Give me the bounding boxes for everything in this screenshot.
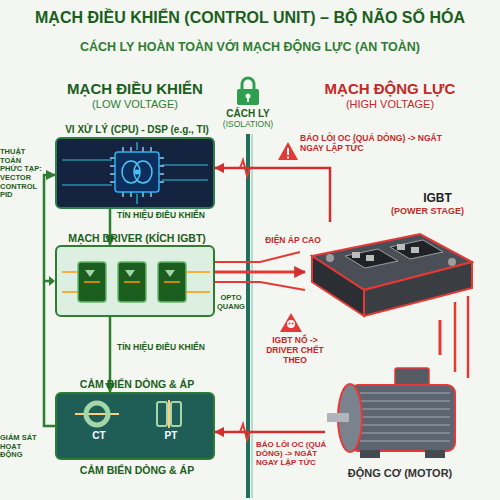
igbt-module — [411, 247, 419, 253]
warning-icon — [278, 142, 298, 160]
motor-illustration — [425, 450, 445, 458]
diagram-title: MẠCH ĐIỀU KHIỂN (CONTROL UNIT) – BỘ NÃO … — [2, 9, 498, 27]
edge-label: BÁO LỖI OC (QUÁ DÒNG) -> NGẮT NGAY LẬP T… — [256, 440, 338, 468]
motor-wire — [439, 320, 442, 355]
node-text: ĐỘNG CƠ (MOTOR) — [325, 467, 475, 480]
igbt-module — [312, 256, 364, 316]
igbt-module — [352, 252, 360, 258]
igbt-module — [390, 240, 443, 259]
high-voltage-wires — [215, 252, 468, 378]
monitor-arrow — [44, 276, 55, 286]
failure-note: IGBT NỔ -> DRIVER CHẾT THEO — [258, 336, 332, 365]
igbt-module — [397, 244, 405, 250]
subtitle: CÁCH LY HOÀN TOÀN VỚI MẠCH ĐỘNG LỰC (AN … — [0, 40, 500, 54]
motor-illustration — [327, 368, 455, 458]
barrier-sublabel: (ISOLATION) — [208, 120, 288, 130]
warning-icon — [292, 323, 294, 325]
edge-label: TÍN HIỆU ĐIỀU KHIỂN — [117, 343, 227, 353]
driver-box: MẠCH DRIVER (KÍCH IGBT) — [55, 245, 215, 317]
high-voltage-wires — [215, 252, 300, 262]
motor-node: ĐỘNG CƠ (MOTOR) — [325, 355, 475, 465]
section-subheading: (LOW VOLTAGE) — [40, 98, 230, 111]
motor-illustration — [360, 408, 450, 410]
opto-label: OPTO QUANG — [216, 294, 246, 311]
motor-illustration — [360, 416, 450, 418]
igbt-module — [366, 255, 374, 261]
warning-icon — [287, 148, 289, 155]
motor-illustration — [360, 424, 450, 426]
edge-label: ĐIỆN ÁP CAO — [258, 236, 328, 246]
node-text: (POWER STAGE) — [380, 206, 475, 216]
barrier-label: CÁCH LY — [213, 108, 283, 120]
algorithm-note: THUẬT TOÁN PHỨC TẠP: VECTOR CONTROL PID — [0, 148, 42, 200]
motor-illustration — [360, 393, 450, 441]
motor-illustration — [350, 385, 455, 451]
igbt-module — [326, 254, 334, 262]
warning-icon — [287, 157, 289, 159]
warning-icon — [287, 320, 295, 328]
motor-illustration — [360, 440, 450, 442]
igbt-module — [364, 262, 472, 316]
fault-arrow — [215, 168, 330, 222]
high-voltage-wires — [215, 282, 305, 290]
high-voltage-wires — [454, 302, 457, 372]
isolation-barrier — [246, 134, 250, 498]
section-subheading: (HIGH VOLTAGE) — [300, 98, 480, 111]
signal-pulse — [236, 160, 254, 176]
monitor-arrow — [44, 280, 50, 283]
igbt-module — [345, 249, 398, 268]
lock-icon — [242, 78, 254, 90]
motor-illustration — [360, 392, 450, 394]
igbt-module — [448, 258, 456, 266]
motor-illustration — [327, 413, 349, 422]
node-text: CẢM BIẾN DÒNG & ÁP — [37, 464, 237, 476]
node-text: MẠCH DRIVER (KÍCH IGBT) — [37, 232, 237, 244]
warning-icon — [280, 313, 302, 332]
fault-arrow — [215, 431, 325, 434]
igbt-module — [312, 234, 472, 290]
motor-illustration — [360, 450, 380, 458]
edge-label: TÍN HIỆU ĐIỀU KHIỂN — [117, 211, 227, 221]
lock-icon — [247, 97, 249, 102]
lock-icon — [237, 89, 259, 105]
motor-illustration — [395, 368, 429, 386]
isolation-barrier — [251, 134, 253, 498]
node-text: CT — [84, 430, 114, 442]
high-voltage-wire — [215, 271, 305, 274]
section-heading: MẠCH ĐIỀU KHIỂN — [40, 80, 230, 97]
motor-illustration — [360, 400, 450, 402]
warning-icon — [289, 323, 291, 325]
edge-label: GIÁM SÁT HOẠT ĐỘNG — [0, 434, 42, 460]
motor-illustration — [360, 432, 450, 434]
node-text: IGBT — [400, 192, 475, 206]
igbt-module: IGBT(POWER STAGE) — [305, 222, 475, 320]
motor-illustration — [338, 384, 362, 452]
section-heading: MẠCH ĐỘNG LỰC — [300, 80, 480, 97]
lock-icon — [246, 94, 251, 99]
isolation-barrier — [248, 134, 252, 498]
feedback-arrow — [44, 175, 55, 426]
node-text: VI XỬ LÝ (CPU) - DSP (e.g., TI) — [27, 124, 247, 136]
igbt-module — [312, 234, 472, 316]
high-voltage-wires — [467, 296, 470, 378]
edge-label: BÁO LỖI OC (QUÁ DÒNG) -> NGẮT NGAY LẬP T… — [300, 134, 460, 154]
node-text: CẢM BIẾN DÒNG & ÁP — [37, 378, 237, 390]
node-text: PT — [156, 430, 186, 442]
sensor-box: CẢM BIẾN DÒNG & ÁPCTPTCẢM BIẾN DÒNG & ÁP — [55, 392, 215, 460]
lock-icon — [237, 78, 259, 105]
signal-pulse — [236, 424, 254, 440]
cpu-box: VI XỬ LÝ (CPU) - DSP (e.g., TI) — [55, 137, 215, 209]
